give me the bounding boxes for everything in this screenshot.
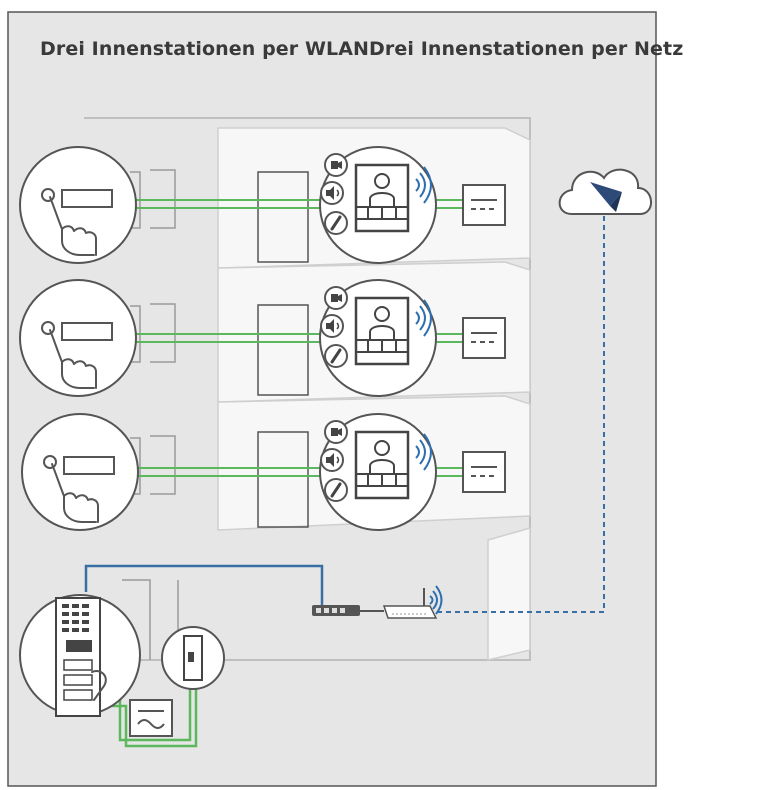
- page-title: Drei Innenstationen per WLANDrei Innenst…: [40, 38, 684, 60]
- indoor-monitor-icon: [318, 278, 438, 398]
- internet-link: [436, 216, 605, 613]
- indoor-monitor-icon: [318, 412, 438, 532]
- doorbell-press-icon: [19, 146, 137, 264]
- network-cable: [84, 564, 324, 606]
- door-opener-icon: [161, 626, 225, 690]
- wire-green: [130, 199, 463, 477]
- doorbell-press-icon: [21, 413, 139, 531]
- network-switch-icon: [312, 605, 360, 616]
- router-icon: [382, 585, 443, 619]
- outdoor-intercom-panel-icon: [19, 594, 141, 717]
- power-supply-icon: [462, 317, 506, 359]
- power-supply-icon: [462, 184, 506, 226]
- power-supply-icon: [462, 451, 506, 493]
- ground-floor-block: [487, 527, 531, 661]
- power-supply-icon: [129, 699, 173, 737]
- interior-door: [257, 304, 309, 396]
- interior-door: [257, 171, 309, 263]
- cloud-icon: [558, 168, 652, 215]
- interior-door: [257, 431, 309, 528]
- doorbell-press-icon: [19, 279, 137, 397]
- indoor-monitor-icon: [318, 145, 438, 265]
